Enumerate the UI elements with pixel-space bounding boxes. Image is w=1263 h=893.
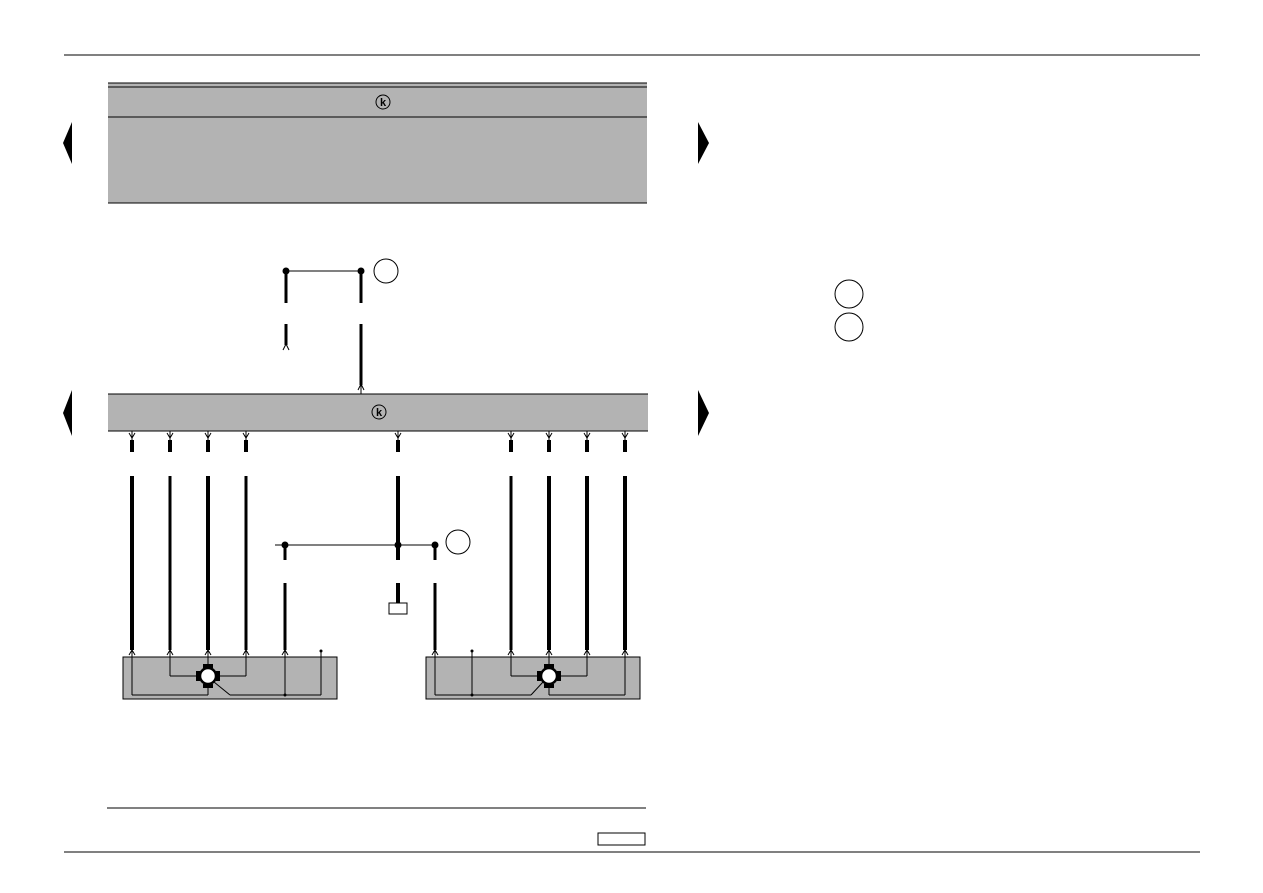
upper-wiring <box>282 267 365 394</box>
prev-arrow-icon[interactable] <box>63 390 72 436</box>
panel-terminals <box>128 431 629 452</box>
legend-marker-1 <box>834 279 864 309</box>
ground-point-box <box>388 602 408 615</box>
terminal-k-symbol <box>375 94 391 110</box>
legend-marker-2 <box>834 312 864 342</box>
right-motor-component <box>425 649 641 700</box>
terminal-k-label: k <box>376 407 383 419</box>
lower-wiring <box>130 476 627 650</box>
connection-point-marker <box>373 258 399 284</box>
terminal-k-symbol <box>371 404 387 420</box>
middle-panel: k <box>108 393 648 432</box>
top-panel: k <box>108 82 647 204</box>
prev-arrow-icon[interactable] <box>63 122 72 164</box>
connection-point-marker <box>445 529 471 555</box>
terminal-k-label: k <box>380 97 387 109</box>
page-ref-box <box>597 832 646 846</box>
left-motor-component <box>122 649 338 700</box>
next-arrow-icon[interactable] <box>698 122 709 164</box>
next-arrow-icon[interactable] <box>698 390 709 436</box>
